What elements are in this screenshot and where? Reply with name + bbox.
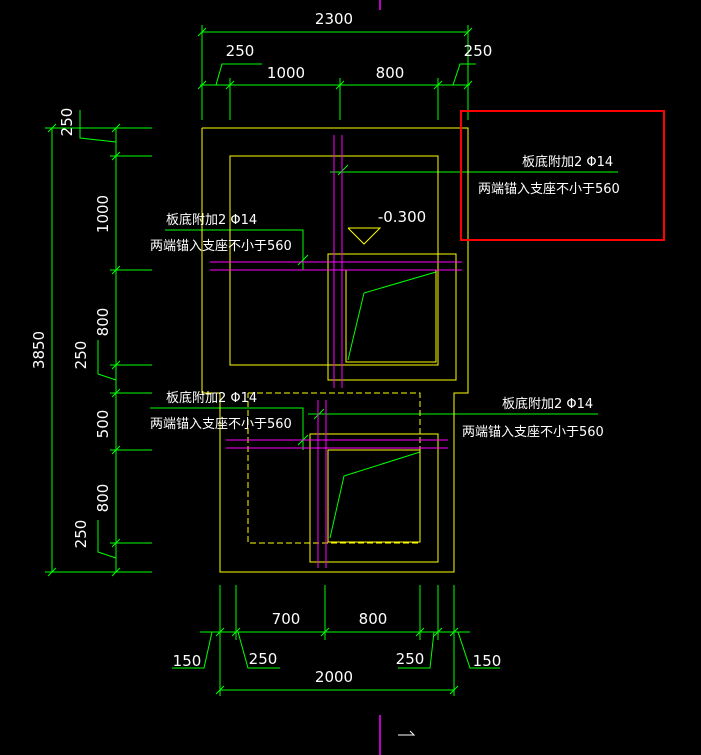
rebar-note-lower-left[interactable]: 板底附加2 Φ14 两端锚入支座不小于560 [150,390,292,432]
rebar-lines [210,135,462,568]
dim-bottom-total: 2000 [315,668,353,686]
level-mark: -0.300 [378,208,426,226]
rebar-note-top-right[interactable]: 板底附加2 Φ14 两端锚入支座不小于560 [478,154,620,197]
dim-bottom-right-inner: 250 [396,650,425,668]
dim-top-right-offset: 250 [464,42,493,60]
dimension-lines [45,25,618,696]
dim-bottom-left-outer: 150 [173,652,202,670]
dim-left-seg-2: 1000 [94,195,112,233]
dim-bottom-left-inner: 250 [249,650,278,668]
rebar-note-line2: 两端锚入支座不小于560 [150,417,292,432]
dim-bottom-right-outer: 150 [473,652,502,670]
rebar-note-line2: 两端锚入支座不小于560 [478,182,620,197]
dim-left-seg-6: 800 [94,484,112,513]
dim-left-seg-7: 250 [72,520,90,549]
rebar-note-line1: 板底附加2 Φ14 [522,154,613,170]
rebar-note-lower-right[interactable]: 板底附加2 Φ14 两端锚入支座不小于560 [462,396,604,440]
dim-top-seg-1: 1000 [267,64,305,82]
dim-bottom-seg-1: 700 [272,610,301,628]
rebar-note-line1: 板底附加2 Φ14 [502,396,593,412]
dimension-labels: 2300 250 250 1000 800 3850 250 1000 800 … [30,10,501,686]
dim-left-seg-3: 800 [94,308,112,337]
highlight-box[interactable] [460,110,665,241]
dim-bottom-seg-2: 800 [359,610,388,628]
dim-top-total: 2300 [315,10,353,28]
rebar-note-line2: 两端锚入支座不小于560 [462,425,604,440]
rebar-note-line1: 板底附加2 Φ14 [166,390,257,406]
dim-top-seg-2: 800 [376,64,405,82]
dim-left-seg-4: 250 [72,341,90,370]
dim-left-seg-5: 500 [94,410,112,439]
cursor-arrow-icon [398,730,416,736]
dim-left-seg-1: 250 [58,108,76,137]
rebar-note-line1: 板底附加2 Φ14 [166,212,257,228]
dim-left-total: 3850 [30,331,48,369]
slab-outlines [201,127,469,573]
rebar-note-upper-left[interactable]: 板底附加2 Φ14 两端锚入支座不小于560 [150,212,292,254]
rebar-note-line2: 两端锚入支座不小于560 [150,239,292,254]
dim-top-left-offset: 250 [226,42,255,60]
